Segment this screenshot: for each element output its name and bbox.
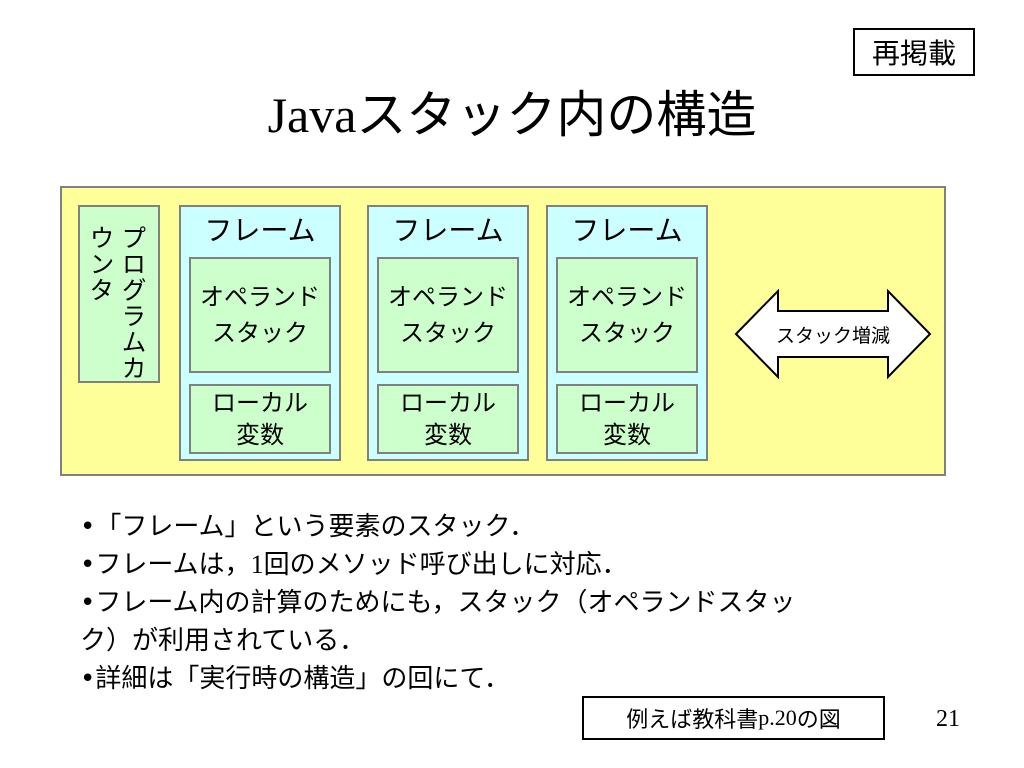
reprint-tag: 再掲載 [853, 28, 975, 76]
frame-box-2: フレーム オペランドスタック ローカル変数 [367, 205, 529, 461]
bullet-item-3-line-2: ク）が利用されている． [80, 626, 366, 656]
operand-stack-label-1: オペランド [567, 283, 687, 311]
textbook-reference-page: p.20 [758, 705, 797, 730]
local-variables-label-1: ローカル [579, 389, 675, 417]
operand-stack-box: オペランドスタック [189, 257, 331, 373]
bullet-list: •「フレーム」という要素のスタック． •フレームは，1回のメソッド呼び出しに対応… [80, 508, 900, 698]
local-variables-label-2: 変数 [236, 421, 284, 449]
local-variables-box: ローカル変数 [556, 384, 698, 454]
bullet-item-2-num: 1 [250, 550, 264, 579]
slide-title-latin: Java [267, 87, 357, 143]
textbook-reference-post: の図 [796, 708, 841, 733]
frame-box-1: フレーム オペランドスタック ローカル変数 [179, 205, 341, 461]
bullet-item-2: •フレームは，1回のメソッド呼び出しに対応． [80, 546, 900, 584]
bullet-item-2-post: 回のメソッド呼び出しに対応． [263, 550, 628, 580]
operand-stack-label-1: オペランド [388, 283, 508, 311]
program-counter-label: プログラムカウンタ [86, 225, 147, 381]
frame-title: フレーム [204, 214, 316, 247]
local-variables-box: ローカル変数 [189, 384, 331, 454]
operand-stack-label-1: オペランド [200, 283, 320, 311]
reprint-tag-text: 再掲載 [871, 37, 956, 70]
local-variables-label-2: 変数 [603, 421, 651, 449]
stack-growth-label: スタック増減 [775, 324, 890, 347]
bullet-item-3-line-1: •フレーム内の計算のためにも，スタック（オペランドスタッ [80, 588, 796, 618]
frame-title: フレーム [392, 214, 504, 247]
textbook-reference-pre: 例えば教科書 [626, 708, 759, 733]
slide-title: Javaスタック内の構造 [0, 80, 1024, 150]
operand-stack-label-2: スタック [212, 319, 308, 347]
frame-title: フレーム [571, 214, 683, 247]
stack-growth-double-arrow-icon [734, 289, 932, 379]
operand-stack-label-2: スタック [579, 319, 675, 347]
page-number: 21 [936, 706, 960, 732]
local-variables-label-2: 変数 [424, 421, 472, 449]
operand-stack-box: オペランドスタック [377, 257, 519, 373]
bullet-item-1: •「フレーム」という要素のスタック． [80, 512, 536, 542]
operand-stack-box: オペランドスタック [556, 257, 698, 373]
operand-stack-label-2: スタック [400, 319, 496, 347]
local-variables-label-1: ローカル [400, 389, 496, 417]
local-variables-label-1: ローカル [212, 389, 308, 417]
frame-box-3: フレーム オペランドスタック ローカル変数 [546, 205, 708, 461]
local-variables-box: ローカル変数 [377, 384, 519, 454]
bullet-item-4: •詳細は「実行時の構造」の回にて． [80, 664, 511, 694]
bullet-item-2-pre: •フレームは， [80, 550, 251, 580]
program-counter-box: プログラムカウンタ [78, 205, 160, 383]
slide-title-rest: スタック内の構造 [356, 86, 757, 144]
